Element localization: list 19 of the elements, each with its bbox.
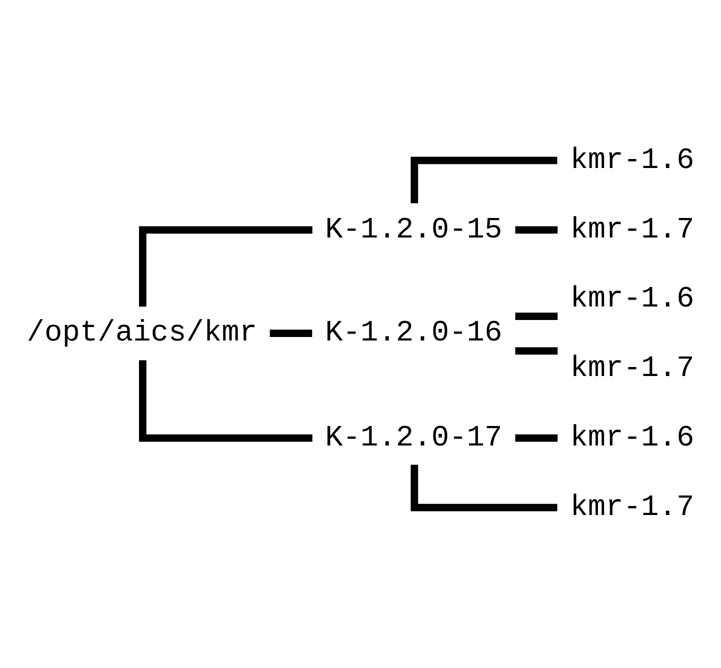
node-text: kmr-1.6 (570, 420, 694, 454)
node-text: K-1.2.0-16 (325, 316, 502, 350)
node-text: kmr-1.6 (570, 282, 694, 316)
connector (410, 156, 558, 204)
node-text: kmr-1.7 (570, 490, 694, 524)
node-text: /opt/aics/kmr (26, 316, 258, 350)
connector (410, 464, 558, 512)
node-text: kmr-1.6 (570, 142, 694, 177)
connector (270, 330, 312, 337)
connector (139, 360, 312, 442)
node-text: K-1.2.0-15 (325, 212, 502, 246)
connector (515, 312, 558, 320)
node-text: kmr-1.7 (570, 351, 694, 386)
connector (139, 226, 312, 307)
node-text: kmr-1.7 (570, 212, 694, 246)
node-text: K-1.2.0-17 (325, 420, 502, 454)
connector (515, 434, 558, 442)
connector (515, 347, 558, 355)
connector (515, 226, 558, 234)
